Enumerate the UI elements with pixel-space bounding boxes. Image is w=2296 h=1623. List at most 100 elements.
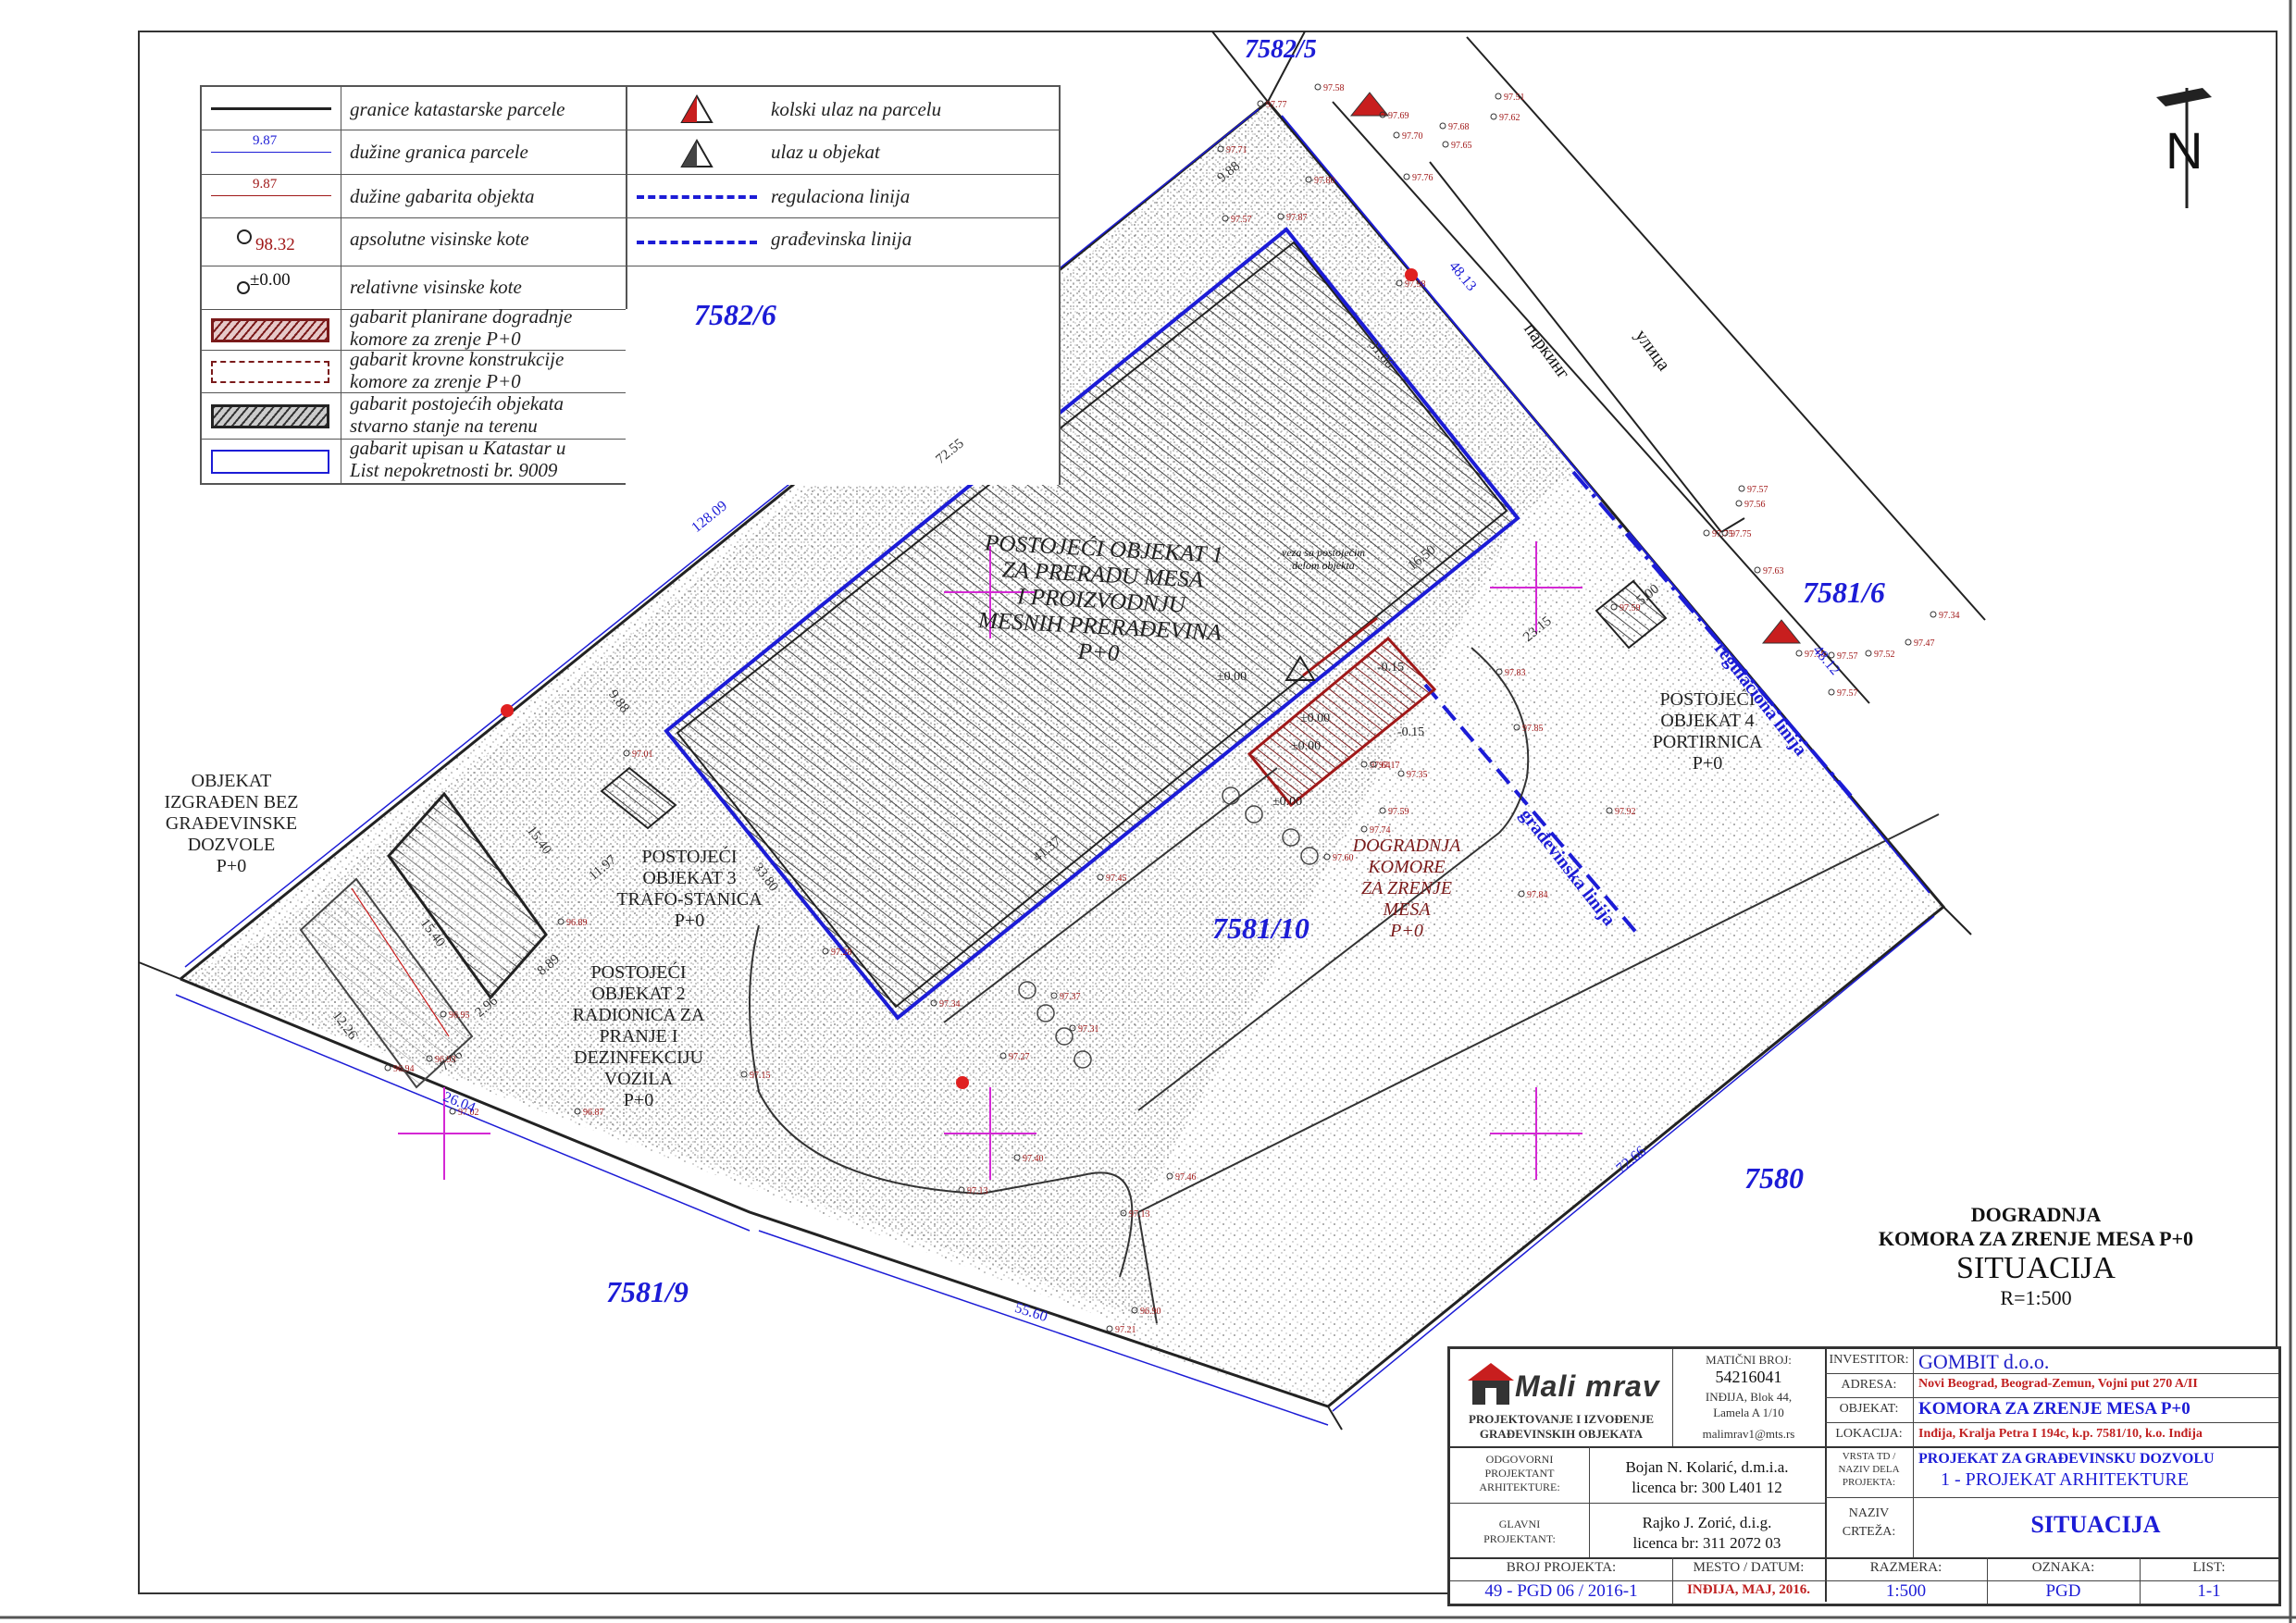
legend-item-planned-extension-2: komore za zrenje P+0 xyxy=(350,328,521,350)
level-point xyxy=(1217,145,1224,153)
level-point xyxy=(958,1186,965,1194)
parcel-7581-10: 7581/10 xyxy=(1212,911,1309,945)
entrance-markers xyxy=(501,92,1802,1089)
level-label: 97.84 xyxy=(1527,890,1548,900)
level-label: 97.64 xyxy=(1370,761,1391,771)
level-label: 96.90 xyxy=(1140,1307,1161,1317)
level-point xyxy=(1379,807,1386,814)
parcel-7581-9: 7581/9 xyxy=(606,1275,689,1308)
level-point xyxy=(930,999,937,1007)
parcel-7582-5: 7582/5 xyxy=(1245,35,1317,64)
level-point xyxy=(1097,873,1104,881)
level-label: 97.46 xyxy=(1175,1172,1197,1183)
level-label: 97.75 xyxy=(1731,529,1752,539)
relative-level-label: -0.15 xyxy=(1397,725,1424,739)
illegal-building-label: OBJEKAT IZGRAĐEN BEZ GRAĐEVINSKE DOZVOLE… xyxy=(164,771,299,876)
relative-level-label: -0.15 xyxy=(1377,661,1404,675)
level-label: 97.27 xyxy=(1009,1052,1030,1062)
level-label: 97.69 xyxy=(1388,111,1409,121)
level-point xyxy=(1735,500,1743,507)
level-label: 97.59 xyxy=(1620,603,1641,613)
connection-note: veza sa postojećim delom objekta xyxy=(1282,546,1365,572)
parcel-boundary-left xyxy=(180,100,1269,981)
level-label: 97.28 xyxy=(831,948,852,958)
relative-level-label: ±0.00 xyxy=(1217,670,1247,684)
level-label: 96.87 xyxy=(583,1108,604,1118)
level-point xyxy=(1222,215,1229,222)
parcel-boundary-bottom xyxy=(180,977,1329,1408)
level-label: 96.93 xyxy=(435,1055,456,1065)
level-point xyxy=(1496,668,1503,675)
level-label: 97.45 xyxy=(1106,873,1127,884)
level-label: 97.13 xyxy=(1129,1209,1150,1220)
level-point xyxy=(1257,100,1264,107)
legend-item-roof-2: komore za zrenje P+0 xyxy=(350,370,521,392)
regulation-line xyxy=(1571,470,1853,798)
survey-crosses xyxy=(398,541,1582,1180)
building-3 xyxy=(600,766,677,830)
level-point xyxy=(1439,122,1446,130)
logo-house-icon xyxy=(1468,1363,1514,1405)
legend-item-cadastre-1: gabarit upisan u Katastar u xyxy=(350,437,566,459)
level-label: 97.31 xyxy=(1078,1024,1099,1035)
legend: 9.87 9.87 98.32 ±0.00 granice katastarsk… xyxy=(200,85,1061,485)
level-label: 97.40 xyxy=(1023,1154,1044,1164)
level-label: 97.58 xyxy=(1805,650,1826,660)
level-point xyxy=(1360,761,1368,768)
level-point xyxy=(1495,93,1502,100)
level-point xyxy=(1606,807,1613,814)
level-point xyxy=(1013,1154,1021,1161)
legend-item-building-length: dužine gabarita objekta xyxy=(350,185,535,207)
sheet-frame xyxy=(138,31,2277,1594)
north-arrow-icon xyxy=(2156,88,2212,208)
vehicle-entrance-icon xyxy=(680,93,714,123)
level-label: 96.94 xyxy=(393,1064,415,1074)
level-point xyxy=(574,1108,581,1115)
legend-item-absolute-levels: apsolutne visinske kote xyxy=(350,228,529,250)
illegal-building xyxy=(299,877,474,1089)
level-point xyxy=(1305,176,1312,183)
legend-item-building-entrance: ulaz u objekat xyxy=(771,141,880,163)
level-label: 97.35 xyxy=(1407,770,1428,780)
level-point xyxy=(1828,651,1835,659)
relative-level-label: ±0.00 xyxy=(1300,712,1330,725)
level-label: 97.71 xyxy=(1226,145,1247,155)
drawing-title: DOGRADNJA KOMORA ZA ZRENJE MESA P+0 SITU… xyxy=(1878,1203,2194,1309)
level-label: 97.77 xyxy=(1266,100,1287,110)
level-label: 97.68 xyxy=(1448,122,1470,132)
level-label: 97.47 xyxy=(1914,638,1935,649)
level-point xyxy=(1721,529,1729,537)
level-point xyxy=(1069,1024,1076,1032)
level-label: 97.21 xyxy=(1115,1325,1136,1335)
level-point xyxy=(1396,279,1403,287)
level-point xyxy=(1828,688,1835,696)
level-point xyxy=(449,1108,456,1115)
level-label: 97.59 xyxy=(1388,807,1409,817)
level-label: 97.13 xyxy=(967,1186,988,1196)
level-label: 97.83 xyxy=(1505,668,1526,678)
level-point xyxy=(1930,611,1937,618)
legend-item-regulation-line: regulaciona linija xyxy=(771,185,911,207)
level-point xyxy=(623,750,630,757)
parcel-7582-6: 7582/6 xyxy=(694,298,776,331)
level-label: 97.51 xyxy=(1504,93,1525,103)
legend-item-vehicle-entrance: kolski ulaz na parcelu xyxy=(771,98,942,120)
level-point xyxy=(1360,825,1368,833)
legend-item-existing-2: stvarno stanje na terenu xyxy=(350,415,538,437)
legend-item-parcel-boundary: granice katastarske parcele xyxy=(350,98,565,120)
building-entrance-icon xyxy=(680,138,714,167)
legend-item-relative-levels: relativne visinske kote xyxy=(350,276,522,298)
building-1 xyxy=(664,227,1520,1021)
level-label: 97.34 xyxy=(1939,611,1960,621)
level-point xyxy=(1754,566,1761,574)
level-point xyxy=(1106,1325,1113,1332)
level-point xyxy=(1120,1209,1127,1217)
relative-level-label: ±0.00 xyxy=(1272,795,1302,809)
building-1-label: POSTOJEĆI OBJEKAT 1 ZA PRERADU MESA I PR… xyxy=(977,530,1224,667)
level-label: 97.57 xyxy=(1231,215,1252,225)
level-point xyxy=(1518,890,1525,898)
relative-level-label: ±0.00 xyxy=(1291,739,1321,753)
level-label: 97.57 xyxy=(1837,688,1858,699)
level-point xyxy=(1379,111,1386,118)
